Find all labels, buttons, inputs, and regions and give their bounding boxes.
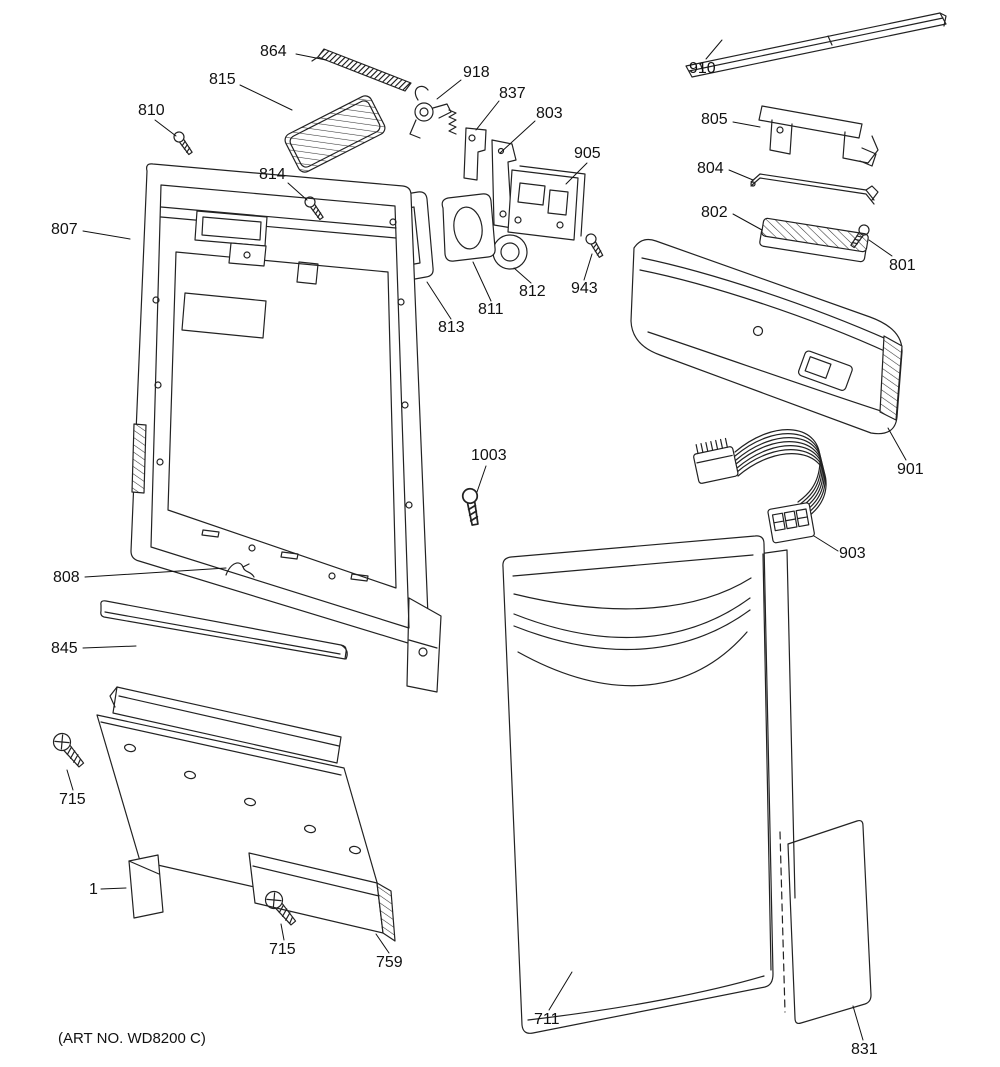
part-label-864: 864: [260, 43, 287, 60]
part-label-802: 802: [701, 204, 728, 221]
outer-door-panel-711: [502, 535, 796, 1034]
part-label-812: 812: [519, 283, 546, 300]
part-label-1003: 1003: [471, 447, 507, 464]
part-label-845: 845: [51, 640, 78, 657]
display-connector: [767, 502, 815, 544]
inner-door-panel-807: [130, 163, 442, 693]
access-panel-759: [96, 714, 388, 918]
part-label-1: 1: [89, 881, 98, 898]
part-label-804: 804: [697, 160, 724, 177]
part-label-943: 943: [571, 280, 598, 297]
part-label-711: 711: [534, 1011, 560, 1028]
cover-811: [441, 193, 496, 262]
access-panel-top-strip: [109, 686, 342, 764]
control-panel-901: [630, 238, 903, 435]
part-label-837: 837: [499, 85, 526, 102]
vent-trim-strip-864: [311, 48, 412, 92]
leader-lines: [66, 39, 907, 1041]
part-label-808: 808: [53, 569, 80, 586]
door-latch-918: [409, 85, 457, 139]
part-label-715-right: 715: [269, 941, 296, 958]
part-label-910: 910: [689, 60, 716, 77]
vent-grille-815: [284, 95, 386, 173]
part-label-815: 815: [209, 71, 236, 88]
part-label-801: 801: [889, 257, 916, 274]
trim-strip-845: [100, 600, 348, 660]
trim-strip-802: [759, 217, 869, 263]
ribbon-cable-903: [693, 429, 827, 544]
part-label-807: 807: [51, 221, 78, 238]
part-label-810: 810: [138, 102, 165, 119]
part-label-811: 811: [478, 301, 504, 318]
latch-spring: [448, 109, 457, 135]
bracket-805: [758, 105, 879, 167]
part-label-813: 813: [438, 319, 465, 336]
backing-sheet-831: [779, 819, 872, 1025]
part-label-918: 918: [463, 64, 490, 81]
screw-1003: [460, 486, 484, 527]
bottom-bracket-759: [248, 852, 396, 942]
cable-connector: [693, 437, 739, 484]
part-label-803: 803: [536, 105, 563, 122]
screw-715-left: [49, 729, 89, 772]
screw-810: [171, 129, 196, 157]
part-label-715-left: 715: [59, 791, 86, 808]
part-label-905: 905: [574, 145, 601, 162]
part-label-759: 759: [376, 954, 403, 971]
art-number-text: (ART NO. WD8200 C): [58, 1030, 206, 1047]
clip-808: [225, 562, 255, 578]
part-label-831: 831: [851, 1041, 878, 1058]
part-label-814: 814: [259, 166, 286, 183]
trim-strip-910: [685, 12, 947, 78]
plate-1: [128, 854, 164, 919]
part-label-903: 903: [839, 545, 866, 562]
rod-804: [750, 173, 879, 205]
control-module-905: [507, 165, 586, 241]
part-label-805: 805: [701, 111, 728, 128]
bracket-837: [463, 127, 487, 181]
part-label-901: 901: [897, 461, 924, 478]
screw-943: [583, 231, 606, 260]
